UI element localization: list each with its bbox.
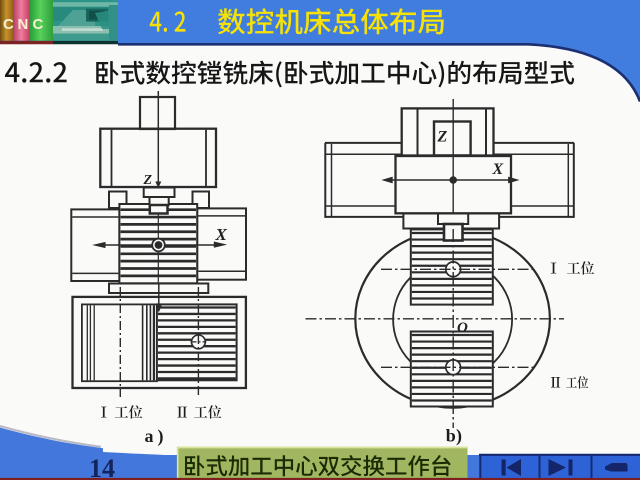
- svg-text:O: O: [457, 320, 468, 336]
- svg-text:X: X: [492, 161, 504, 178]
- svg-text:X: X: [215, 225, 228, 244]
- svg-text:C: C: [33, 16, 44, 33]
- svg-text:a: a: [145, 426, 154, 446]
- svg-text:): ): [158, 426, 164, 447]
- svg-text:b: b: [446, 426, 456, 446]
- svg-text:Z: Z: [437, 129, 448, 146]
- svg-text:Z: Z: [143, 173, 153, 188]
- svg-text:N: N: [18, 16, 29, 33]
- svg-text:C: C: [3, 16, 14, 33]
- svg-text:): ): [456, 426, 462, 447]
- svg-text:14: 14: [89, 454, 115, 480]
